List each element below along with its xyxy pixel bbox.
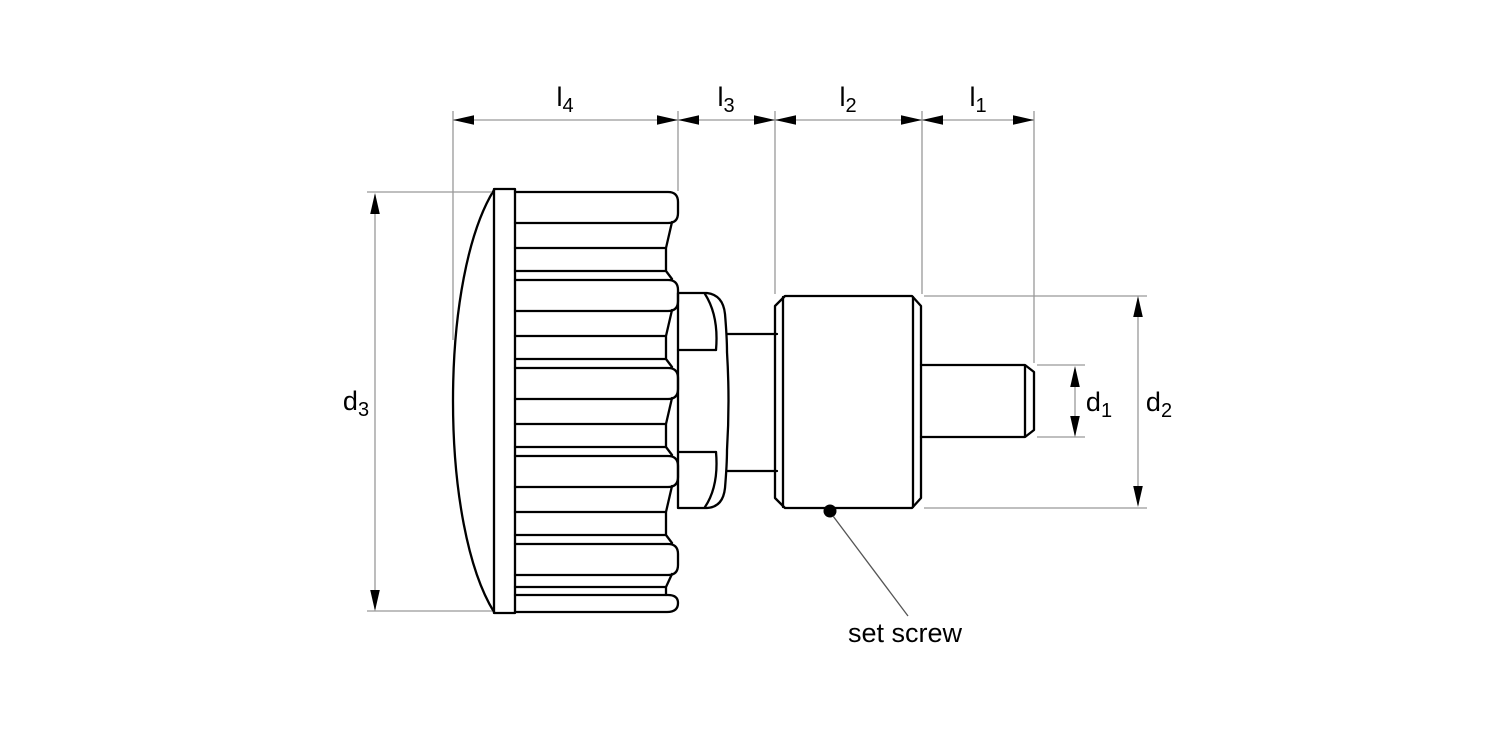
label-l1: l1 bbox=[969, 82, 986, 117]
label-d3: d3 bbox=[343, 386, 369, 421]
set-screw-dot bbox=[823, 504, 837, 518]
label-l3: l3 bbox=[717, 82, 734, 117]
set-screw-leader-line bbox=[832, 515, 909, 617]
arrow-l4-left bbox=[453, 115, 474, 125]
knurl-valleys bbox=[513, 220, 674, 597]
arrow-l1-left bbox=[922, 115, 943, 125]
neck bbox=[725, 332, 779, 473]
shaft bbox=[919, 363, 1036, 439]
dim-chain-extension-lines bbox=[452, 111, 1035, 363]
arrow-l4-right bbox=[657, 115, 678, 125]
hex-facet-curves bbox=[703, 292, 718, 509]
dim-d1-extension-lines bbox=[1037, 364, 1085, 438]
hub-body bbox=[773, 294, 923, 510]
arrow-d2-up bbox=[1133, 296, 1143, 317]
arrow-d1-down bbox=[1070, 416, 1080, 437]
arrow-l3-right bbox=[754, 115, 775, 125]
label-d2: d2 bbox=[1146, 387, 1172, 422]
arrow-d1-up bbox=[1070, 366, 1080, 387]
dimension-lines bbox=[367, 111, 1147, 612]
hex-facet-lines bbox=[676, 348, 718, 454]
dim-d3-extension-lines bbox=[367, 191, 492, 612]
knob-dome bbox=[451, 188, 496, 614]
knob-flange bbox=[492, 187, 517, 615]
arrow-d3-down bbox=[370, 590, 380, 611]
label-set-screw: set screw bbox=[848, 618, 963, 648]
dimension-labels: l4 l3 l2 l1 d3 d1 d2 set screw bbox=[343, 82, 1172, 648]
hex-section bbox=[676, 291, 730, 510]
arrow-l1-right bbox=[1013, 115, 1034, 125]
part-outlines bbox=[451, 187, 1036, 615]
arrow-l2-right bbox=[901, 115, 922, 125]
label-l2: l2 bbox=[839, 82, 856, 117]
arrow-d3-up bbox=[370, 193, 380, 214]
label-l4: l4 bbox=[556, 82, 573, 117]
set-screw-callout bbox=[823, 504, 909, 617]
dim-d2-extension-lines bbox=[924, 295, 1147, 509]
hub-chamfer-lines bbox=[781, 295, 915, 509]
dimension-arrowheads bbox=[370, 115, 1143, 611]
arrow-l3-left bbox=[678, 115, 699, 125]
knurl-lobes bbox=[513, 190, 680, 614]
arrow-d2-down bbox=[1133, 486, 1143, 507]
arrow-l2-left bbox=[775, 115, 796, 125]
label-d1: d1 bbox=[1086, 387, 1112, 422]
